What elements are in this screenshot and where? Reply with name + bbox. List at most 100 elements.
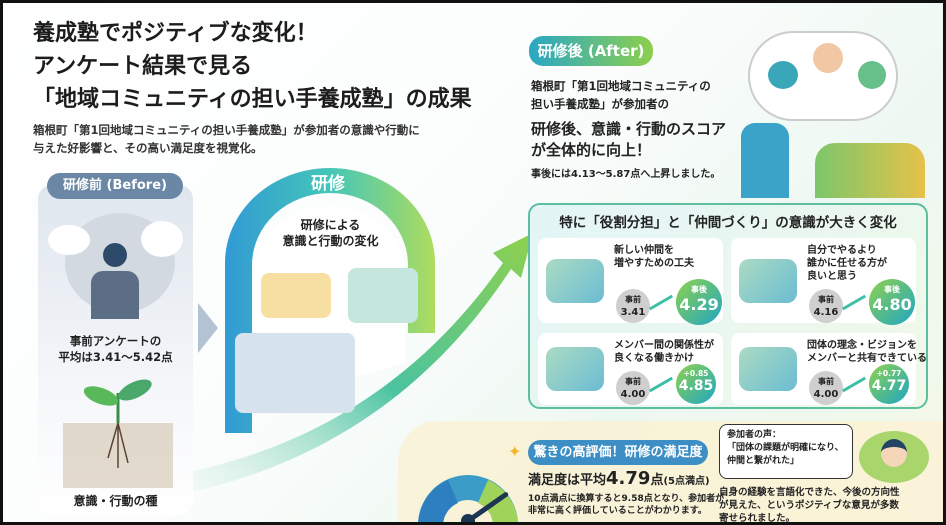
handshake-group-icon [546,258,604,303]
pre-value: 3.41 [620,307,646,318]
card-label: 新しい仲間を増やすための工夫 [614,244,724,270]
card-label-line: 団体の理念・ビジョンを [807,340,917,351]
gauge-needle [465,492,509,522]
seed-label: 意識・行動の種 [73,494,158,508]
sprout-icon [63,379,173,488]
voice-summary: 自身の経験を言語化できた、今後の方向性 が見えた、というポジティブな意見が多数 … [719,486,900,524]
pre-label: 事前 [818,295,834,304]
intro-line: 箱根町「第1回地域コミュニティの [531,79,711,93]
participant-speech-bubble: 参加者の声： 「団体の課題が明確になり、 仲間と繋がれた」 [719,424,853,479]
summary-line: 自身の経験を言語化できた、今後の方向性 [719,487,900,498]
post-value: 4.85 [678,378,714,394]
quote-line: 仲間と繋がれた」 [727,456,800,466]
handshake-icon [739,347,797,391]
card-label: メンバー間の関係性が良くなる働きかけ [614,339,724,365]
group-icon [768,61,798,89]
card-label-line: メンバー間の関係性が [614,340,714,351]
pre-label: 事前 [818,377,834,386]
score-scale: (5点満点) [663,476,710,487]
pre-value: 4.16 [813,307,839,318]
pre-score: 事前 4.00 [809,371,843,405]
gears-delegation-icon [739,258,797,303]
post-value: 4.80 [872,295,912,314]
survey-line: 平均は3.41〜5.42点 [58,350,173,364]
pre-score: 事前 4.00 [616,371,650,405]
svg-text:✦: ✦ [508,442,521,461]
group-thought-icon [48,225,90,255]
team-meeting-illustration [235,333,355,413]
card-label: 団体の理念・ビジョンをメンバーと共有できている [807,339,927,365]
subtitle-line: 箱根町「第1回地域コミュニティの担い手養成塾」が参加者の意識や行動に [33,123,420,137]
caption-line: 意識と行動の変化 [282,234,379,248]
title-line: 「地域コミュニティの担い手養成塾」の成果 [33,87,472,112]
pre-score: 事前 4.16 [809,289,843,323]
network-icon [858,61,886,89]
after-note: 事後には4.13〜5.87点へ上昇しました。 [531,169,721,180]
headline-line: 研修後、意識・行動のスコア [531,120,727,138]
audience-group-icon [815,143,925,198]
card-label-line: メンバーと共有できている [807,353,927,364]
before-label: 研修前 (Before) [47,173,183,199]
detail-line: 10点満点に換算すると9.58点となり、参加者が [528,494,725,504]
post-value: 4.77 [871,378,907,394]
after-headline: 研修後、意識・行動のスコア が全体的に向上！ [531,119,726,161]
headline-prefix: 満足度は平均 [528,473,607,488]
presenter-person-icon [741,123,789,198]
highlights-heading: 特に「役割分担」と「仲間づくり」の意識が大きく変化 [559,215,897,231]
increase-arrow-icon [648,294,674,311]
increase-arrow-icon [841,294,867,311]
summary-line: が見えた、というポジティブな意見が多数 [719,500,899,511]
card-label-line: 新しい仲間を [614,245,674,256]
pre-value: 4.00 [813,389,839,400]
score-unit: 点 [650,473,664,488]
card-label-line: 誰かに任せる方が [807,258,887,269]
post-tag: 事後 [884,285,900,294]
checklist-thought-icon [141,221,183,257]
summary-line: 寄せられました。 [719,513,796,524]
card-label-line: 良くなる働きかけ [614,353,694,364]
caption-line: 研修による [300,218,361,232]
post-value: 4.29 [679,295,719,314]
pre-value: 4.00 [620,389,646,400]
satisfaction-detail: 10点満点に換算すると9.58点となり、参加者が 非常に高く評価していることがわ… [528,493,724,517]
pre-label: 事前 [625,295,641,304]
subtitle: 箱根町「第1回地域コミュニティの担い手養成塾」が参加者の意識や行動に 与えた好影… [33,121,420,157]
card-label-line: 自分でやるより [807,245,877,256]
main-title: 養成塾でポジティブな変化！ アンケート結果で見る 「地域コミュニティの担い手養成… [33,17,472,116]
post-tag: +0.85 [683,369,709,378]
after-intro: 箱根町「第1回地域コミュニティの 担い手養成塾」が参加者の [531,77,711,113]
intro-line: 担い手養成塾」が参加者の [531,97,669,111]
title-line: 養成塾でポジティブな変化！ [33,21,318,46]
voice-heading: 参加者の声： [727,430,782,440]
pre-label: 事前 [625,377,641,386]
card-label: 自分でやるより誰かに任せる方が良いと思う [807,244,917,283]
training-label: 研修 [311,174,345,194]
handshake-idea-illustration [348,268,418,323]
quote-line: 「団体の課題が明確になり、 [727,443,844,453]
thinking-person-body [91,271,139,319]
chevron-right-icon [198,303,218,353]
increase-arrow-icon [841,376,867,393]
satisfaction-headline: 満足度は平均4.79点(5点満点) [528,468,710,489]
satisfaction-score: 4.79 [606,468,651,489]
before-survey-text: 事前アンケートの 平均は3.41〜5.42点 [38,333,193,365]
subtitle-line: 与えた好影響と、その高い満足度を視覚化。 [33,141,263,155]
card-label-line: 増やすための工夫 [614,258,694,269]
training-caption: 研修による 意識と行動の変化 [263,217,398,249]
after-label: 研修後 (After) [529,36,653,66]
satisfaction-label: 驚きの高評価！研修の満足度 [528,440,708,465]
increase-arrow-icon [648,376,674,393]
hands-idea-icon [813,43,843,73]
participant-avatar [859,431,929,483]
title-line: アンケート結果で見る [33,54,253,79]
card-label-line: 良いと思う [807,271,857,282]
discussion-illustration [261,273,331,318]
satisfaction-gauge: ✦ [418,442,521,522]
